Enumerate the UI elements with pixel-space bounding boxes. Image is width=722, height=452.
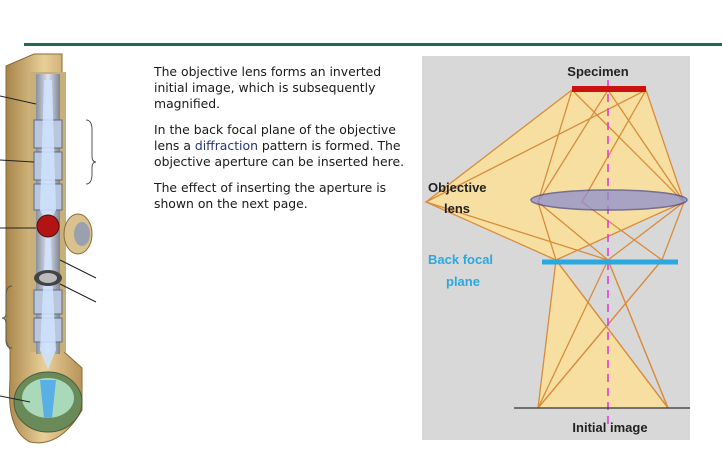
header-rule xyxy=(24,43,722,46)
paragraph-back-focal-plane: In the back focal plane of the objective… xyxy=(154,122,416,170)
specimen-label: Specimen xyxy=(567,64,628,79)
paragraph-aperture-effect: The effect of inserting the aperture is … xyxy=(154,180,387,211)
back-focal-label-line1: Back focal xyxy=(428,252,493,267)
paragraph-2-end: pattern is formed. The objective apertur… xyxy=(154,138,405,169)
diffraction-term: diffraction xyxy=(194,138,258,153)
microscope-column-illustration xyxy=(0,50,110,448)
paragraph-objective-lens: The objective lens forms an inverted ini… xyxy=(154,64,382,111)
objective-lens xyxy=(530,189,688,211)
ray-paths xyxy=(424,89,685,409)
description-text: The objective lens forms an inverted ini… xyxy=(154,64,416,222)
ray-diagram: Specimen Objective lens Back focal plane… xyxy=(422,56,690,440)
specimen-bar xyxy=(572,86,646,92)
objective-label-line1: Objective xyxy=(428,180,487,195)
paragraph-2-start: In the back focal plane of the objective… xyxy=(154,122,396,153)
objective-label-line2: lens xyxy=(444,201,470,216)
back-focal-label-line2: plane xyxy=(446,274,480,289)
image-label: Initial image xyxy=(572,420,647,435)
